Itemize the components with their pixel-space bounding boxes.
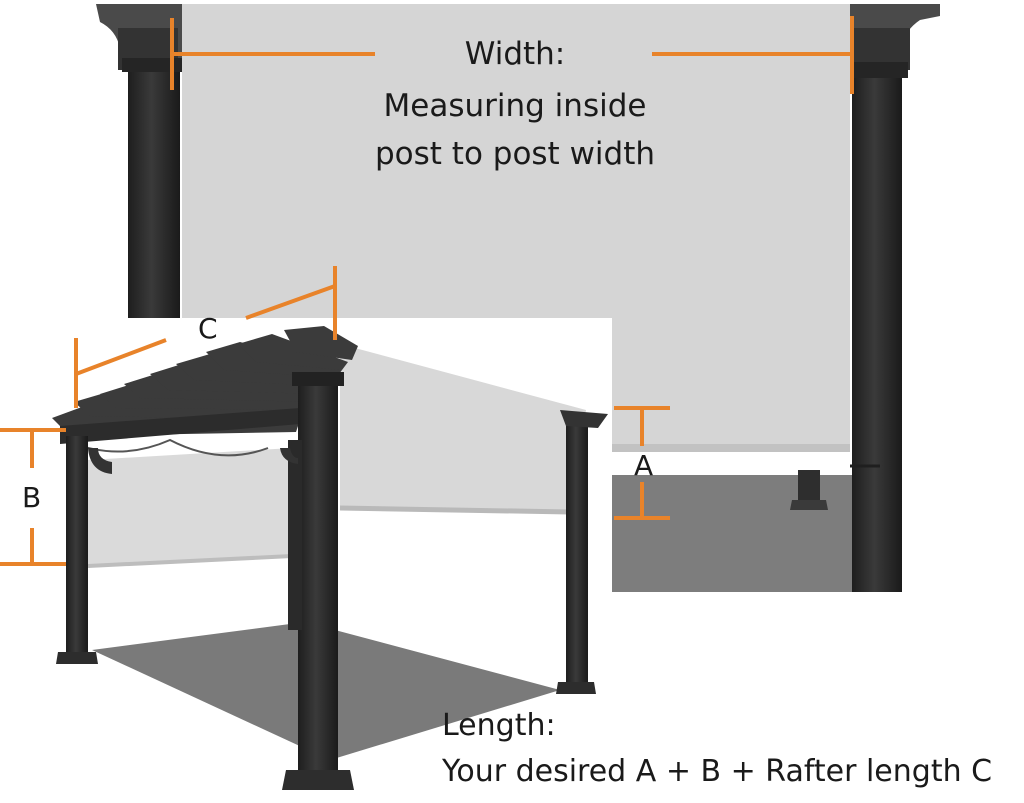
- perspective-top-shade: [340, 344, 586, 512]
- perspective-string-lights: [69, 438, 269, 457]
- length-formula: Your desired A + B + Rafter length C: [442, 754, 993, 789]
- perspective-post-front-cap: [292, 372, 344, 386]
- perspective-post-left: [66, 436, 88, 658]
- perspective-post-left-base: [56, 652, 98, 664]
- rafter-c-upper-arm: [245, 284, 336, 320]
- width-description: Measuring inside post to post width: [330, 82, 700, 178]
- perspective-pergola: [52, 326, 608, 790]
- inset-background-bottom: [612, 592, 1024, 803]
- front-view-rear-foot: [790, 500, 828, 510]
- perspective-bracket-left: [88, 448, 112, 474]
- width-description-line2: post to post width: [374, 136, 656, 172]
- length-title: Length:: [442, 708, 556, 743]
- perspective-post-right-base: [556, 682, 596, 694]
- perspective-top-shade-bar: [339, 505, 571, 515]
- perspective-post-front: [298, 380, 338, 780]
- front-view-post-right-cap: [846, 62, 908, 78]
- perspective-post-front-base: [282, 770, 354, 790]
- perspective-post-right-crown: [560, 410, 608, 428]
- perspective-side-shade: [88, 448, 292, 566]
- measurement-guides: [0, 16, 854, 566]
- front-view-post-right: [852, 72, 902, 640]
- perspective-side-shade-bar: [87, 554, 293, 568]
- width-description-line1: Measuring inside: [383, 88, 647, 124]
- perspective-front-rail: [60, 408, 300, 444]
- front-view-post-left: [128, 64, 180, 324]
- label-c: C: [198, 312, 218, 345]
- perspective-post-back: [288, 440, 302, 630]
- label-a: A: [634, 449, 654, 482]
- front-view-rear-post-base: [798, 470, 820, 502]
- front-view-post-left-cap: [122, 58, 186, 72]
- width-title: Width:: [464, 36, 566, 72]
- perspective-post-right: [566, 418, 588, 686]
- label-b: B: [22, 481, 42, 514]
- perspective-bracket-right: [280, 448, 298, 464]
- rafter-c-lower-arm: [75, 338, 167, 376]
